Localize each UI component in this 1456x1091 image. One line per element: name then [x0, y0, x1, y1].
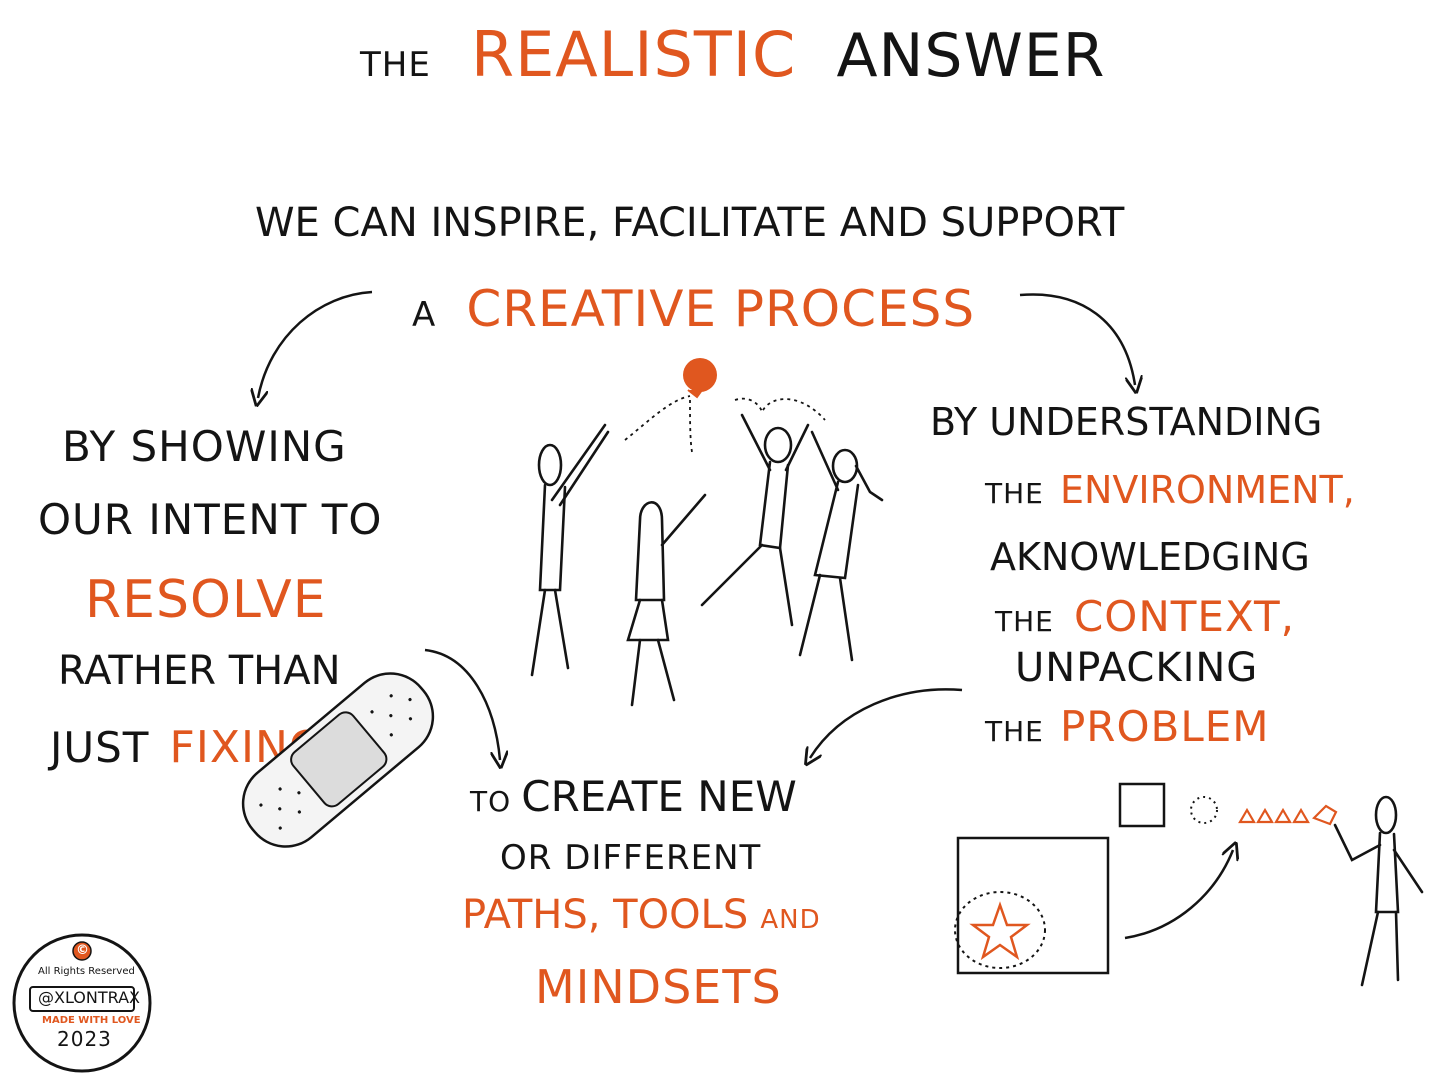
right-word-the-2: the [995, 605, 1054, 638]
outcome-mindsets: Mindsets [535, 960, 782, 1014]
copyright-badge [12, 933, 152, 1073]
small-square-icon [1118, 782, 1166, 828]
badge-copyright-icon: © [76, 943, 89, 958]
right-word-problem: Problem [1059, 702, 1270, 751]
right-word-context: Context, [1073, 592, 1295, 641]
title-word-realistic: Realistic [471, 18, 797, 91]
right-line-5: Unpacking [1015, 645, 1259, 691]
outcome-line-2: or different [500, 838, 762, 878]
outcome-word-and: and [760, 905, 821, 935]
title-word-the: The [360, 45, 431, 85]
dotted-circle-icon [1190, 796, 1218, 824]
right-line-1: By understanding [930, 400, 1323, 444]
right-word-environment: Environment, [1059, 468, 1355, 512]
headline-line-1: We can inspire, facilitate and support [255, 200, 1125, 246]
people-group-icon [530, 413, 884, 707]
balloon-icon [624, 358, 826, 453]
left-line-1: By showing [62, 422, 347, 471]
outcome-line-3: Paths, Tools and [462, 892, 821, 938]
title-word-answer: Answer [836, 21, 1106, 91]
left-line-resolve: Resolve [85, 570, 327, 630]
left-line-5: just Fixing [50, 722, 324, 773]
right-word-the-1: the [985, 477, 1044, 510]
right-line-6: the Problem [985, 702, 1270, 751]
left-line-4: Rather than [58, 648, 341, 694]
arrow-right-icon [1019, 293, 1135, 385]
badge-handle: @xLontrax [38, 988, 141, 1007]
badge-year: 2023 [57, 1027, 112, 1051]
headline-article: a [412, 295, 437, 335]
headline-creative-process: Creative Process [466, 280, 976, 338]
outcome-word-to: to [470, 785, 512, 818]
arrow-left-icon [258, 290, 373, 398]
context-box-icon [954, 836, 1110, 975]
arrow-to-outcome-right-icon [810, 688, 963, 758]
right-line-2: the Environment, [985, 468, 1355, 512]
right-line-4: the Context, [995, 592, 1295, 641]
right-word-the-3: the [985, 715, 1044, 748]
outcome-create-new: Create new [521, 772, 797, 821]
left-line-2: our intent to [38, 495, 383, 544]
right-line-3: Aknowledging [990, 535, 1310, 579]
star-icon [969, 901, 1031, 961]
arrow-to-outcome-left-icon [424, 648, 500, 760]
left-word-just: just [50, 723, 150, 772]
badge-made-with-love: MADE WITH LOVE [42, 1015, 141, 1026]
band-aid-icon [241, 672, 435, 848]
headline-line-2: a Creative Process [412, 280, 975, 338]
badge-rights: All Rights Reserved [38, 966, 135, 977]
outcome-paths-tools: Paths, Tools [462, 892, 749, 938]
title: The Realistic Answer [360, 18, 1105, 91]
triangles-icon [1238, 804, 1338, 826]
drawing-person-icon [1333, 795, 1424, 987]
outcome-line-1: to Create new [470, 772, 797, 821]
arrow-box-to-shapes-icon [1124, 850, 1233, 940]
